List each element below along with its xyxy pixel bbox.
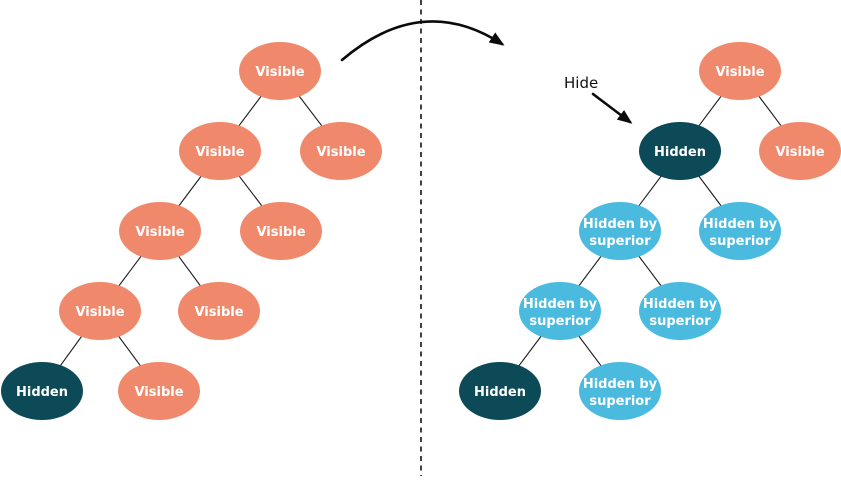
left-tree-node-4: Visible: [240, 202, 322, 260]
node-ellipse: [519, 282, 601, 340]
node-label-line1: Hidden by: [583, 217, 658, 232]
left-tree-node-8: Visible: [118, 362, 200, 420]
node-ellipse: [579, 362, 661, 420]
hide-label: Hide: [564, 74, 598, 92]
hide-arrow: [591, 92, 633, 124]
transform-arrow: [340, 20, 505, 62]
node-label: Visible: [195, 145, 244, 160]
right-tree-node-1: Hidden: [639, 122, 721, 180]
node-ellipse: [118, 362, 200, 420]
left-tree-node-6: Visible: [178, 282, 260, 340]
hide-annotation: Hide: [564, 74, 633, 124]
node-label: Visible: [715, 65, 764, 80]
node-label: Visible: [255, 65, 304, 80]
node-label: Hidden: [654, 145, 706, 160]
node-label: Visible: [135, 225, 184, 240]
right-tree-node-8: Hidden by superior: [579, 362, 661, 420]
left-tree-node-5: Visible: [59, 282, 141, 340]
node-label-line1: Hidden by: [523, 297, 598, 312]
node-ellipse: [1, 362, 83, 420]
node-label: Visible: [775, 145, 824, 160]
node-label: Visible: [194, 305, 243, 320]
right-tree-node-3: Hidden by superior: [579, 202, 661, 260]
right-tree: Visible Hidden Visible Hidden by superio…: [459, 42, 841, 420]
left-tree-node-1: Visible: [179, 122, 261, 180]
node-ellipse: [759, 122, 841, 180]
node-ellipse: [59, 282, 141, 340]
node-label: Hidden: [16, 385, 68, 400]
right-tree-node-7: Hidden: [459, 362, 541, 420]
left-tree-node-7: Hidden: [1, 362, 83, 420]
node-ellipse: [179, 122, 261, 180]
node-ellipse: [239, 42, 321, 100]
left-tree-node-3: Visible: [119, 202, 201, 260]
node-label-line2: superior: [649, 314, 711, 329]
node-ellipse: [639, 282, 721, 340]
node-label: Visible: [134, 385, 183, 400]
node-ellipse: [459, 362, 541, 420]
node-label: Hidden: [474, 385, 526, 400]
node-ellipse: [300, 122, 382, 180]
right-tree-node-4: Hidden by superior: [699, 202, 781, 260]
node-ellipse: [699, 42, 781, 100]
node-label-line1: Hidden by: [643, 297, 718, 312]
left-tree-node-0: Visible: [239, 42, 321, 100]
node-ellipse: [579, 202, 661, 260]
node-label: Visible: [256, 225, 305, 240]
node-label-line2: superior: [589, 394, 651, 409]
node-label-line2: superior: [529, 314, 591, 329]
node-label-line2: superior: [589, 234, 651, 249]
right-tree-node-5: Hidden by superior: [519, 282, 601, 340]
node-ellipse: [240, 202, 322, 260]
node-ellipse: [119, 202, 201, 260]
left-tree-node-2: Visible: [300, 122, 382, 180]
right-tree-node-6: Hidden by superior: [639, 282, 721, 340]
node-label-line1: Hidden by: [703, 217, 778, 232]
node-label: Visible: [316, 145, 365, 160]
node-label: Visible: [75, 305, 124, 320]
left-tree: Visible Visible Visible Visible Visible …: [1, 42, 382, 420]
node-label-line1: Hidden by: [583, 377, 658, 392]
node-label-line2: superior: [709, 234, 771, 249]
node-ellipse: [639, 122, 721, 180]
right-tree-node-0: Visible: [699, 42, 781, 100]
right-tree-node-2: Visible: [759, 122, 841, 180]
node-ellipse: [699, 202, 781, 260]
node-ellipse: [178, 282, 260, 340]
